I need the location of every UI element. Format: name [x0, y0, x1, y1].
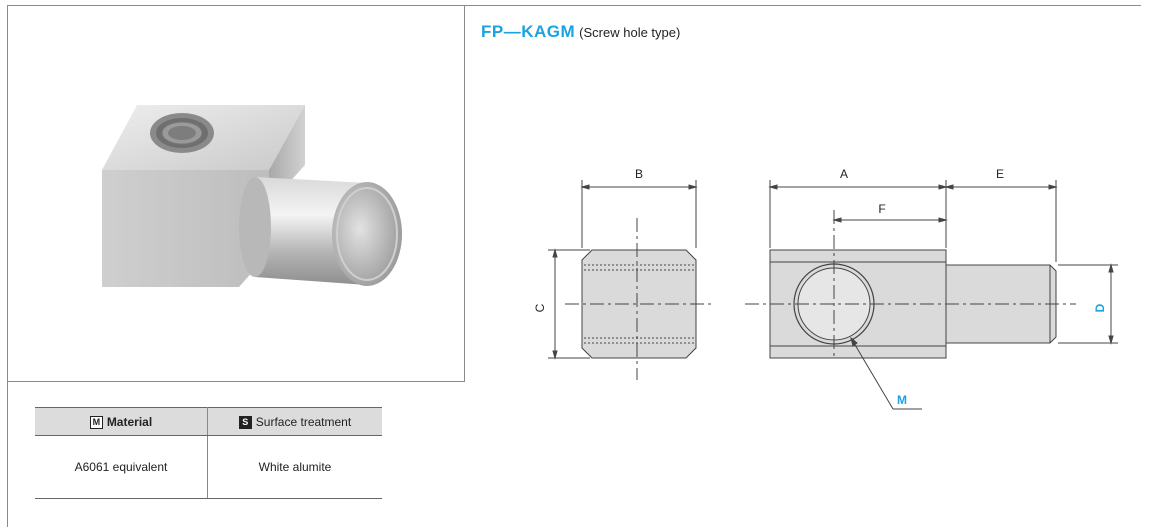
- dim-label-m: M: [897, 393, 907, 407]
- spec-cell-surface: White alumite: [207, 435, 382, 499]
- surface-badge-icon: S: [238, 415, 252, 429]
- table-row: A6061 equivalent White alumite: [35, 435, 382, 499]
- dim-label-f: F: [878, 202, 885, 216]
- material-badge-icon: M: [89, 415, 103, 429]
- dim-label-a: A: [840, 167, 848, 181]
- dim-label-d: D: [1093, 303, 1107, 312]
- page-frame: [7, 5, 1141, 527]
- side-view-body: [581, 249, 697, 359]
- spec-header-material-label: Material: [106, 414, 153, 429]
- part-code: FP—KAGM: [481, 22, 576, 41]
- spec-cell-material: A6061 equivalent: [35, 435, 208, 499]
- dim-label-e: E: [996, 167, 1004, 181]
- part-subtitle: (Screw hole type): [579, 25, 681, 40]
- product-image: [102, 105, 402, 287]
- dim-label-b: B: [635, 167, 643, 181]
- dim-label-c: C: [533, 303, 547, 312]
- product-photo: [7, 5, 465, 382]
- drawing-title: FP—KAGM(Screw hole type): [481, 22, 680, 42]
- spec-header-surface-label: Surface treatment: [255, 414, 352, 429]
